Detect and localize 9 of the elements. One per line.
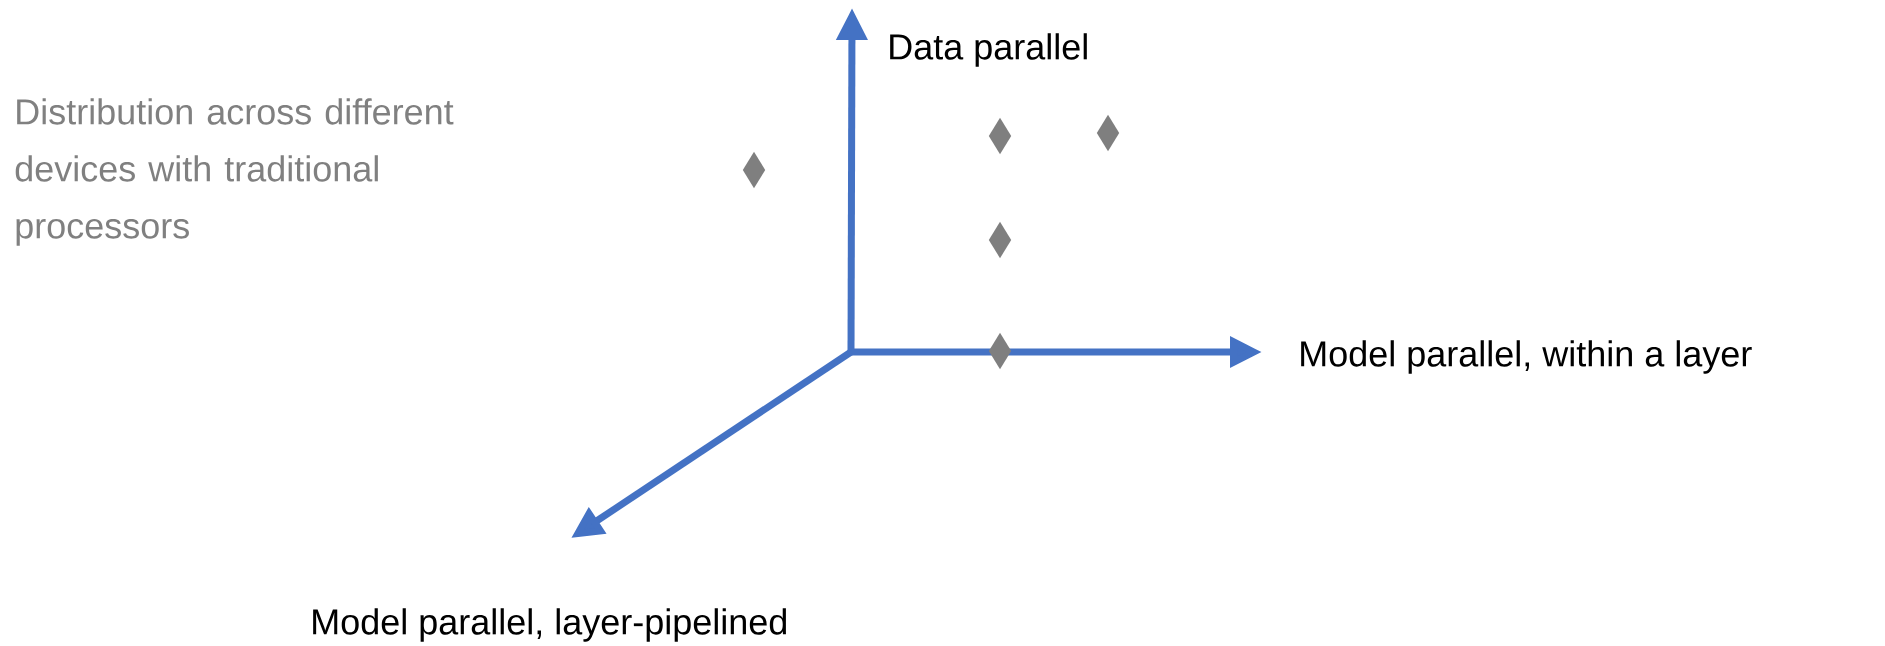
diamond-marker — [988, 117, 1012, 155]
diamond-marker — [988, 221, 1012, 259]
axis-label: Model parallel, layer-pipelined — [313, 608, 786, 642]
diamond-marker — [1096, 114, 1120, 152]
diamond-marker — [988, 332, 1012, 370]
diamond-marker — [742, 151, 766, 189]
annotation-text: Distribution across different devices with traditional processors — [15, 98, 454, 246]
axis-label: Model parallel, within a layer — [1301, 340, 1752, 374]
axis-label: Data parallel — [890, 33, 1087, 67]
